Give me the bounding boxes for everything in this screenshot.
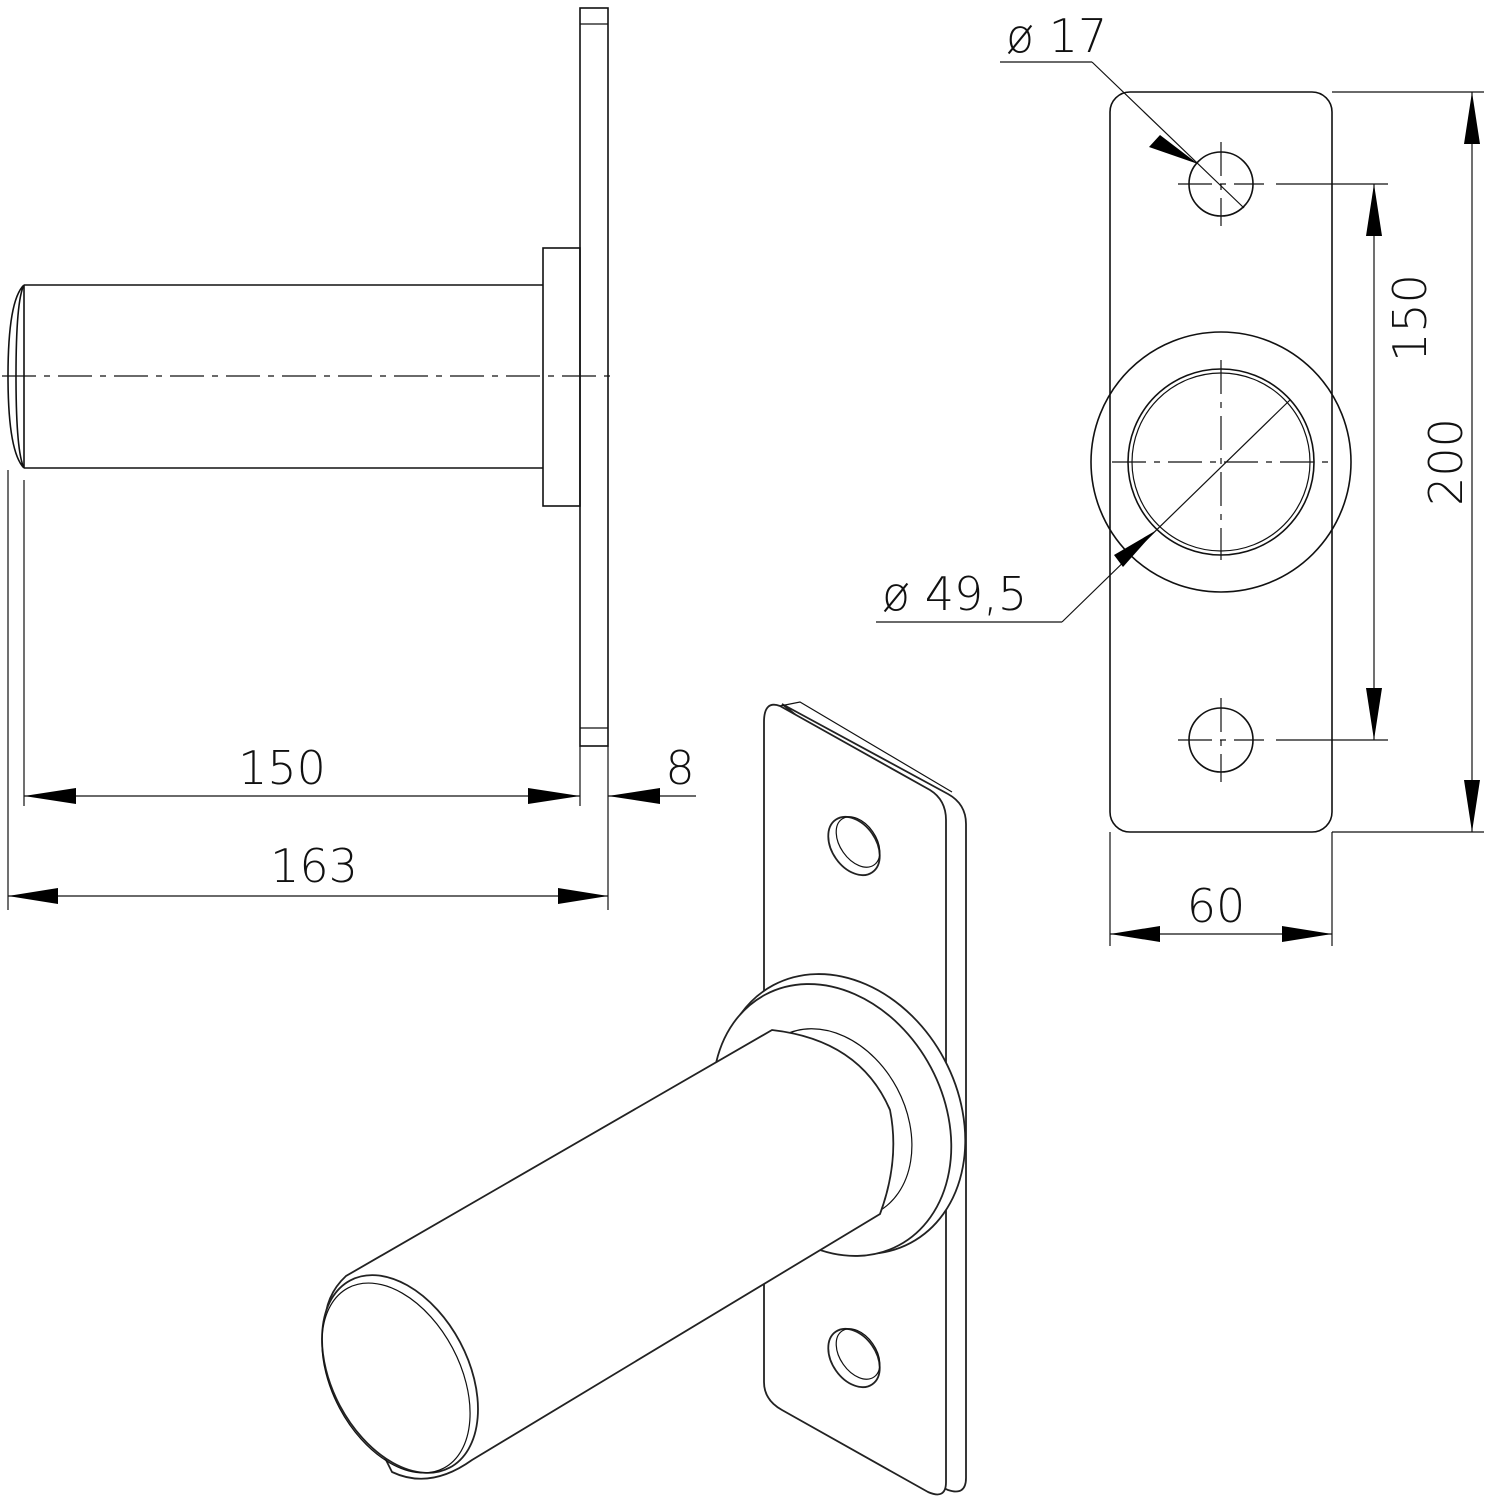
iso-hole-upper bbox=[827, 816, 881, 876]
dimension-hole-spacing: 150 bbox=[1366, 184, 1437, 740]
front-plate bbox=[1109, 91, 1333, 833]
side-collar bbox=[542, 247, 581, 507]
front-hole-lower bbox=[1178, 698, 1264, 782]
dimension-plate-thickness: 8 bbox=[608, 741, 696, 804]
iso-shaft-end bbox=[321, 1274, 479, 1474]
side-plate bbox=[579, 7, 609, 747]
front-collar bbox=[1090, 331, 1352, 593]
dim-text-shaft-length: 150 bbox=[238, 741, 326, 795]
dimension-plate-width: 60 bbox=[1109, 832, 1333, 946]
dim-text-plate-width: 60 bbox=[1187, 879, 1246, 933]
dimension-plate-height: 200 bbox=[1419, 92, 1480, 832]
dim-text-shaft-diameter: ø 49,5 bbox=[882, 567, 1027, 621]
dimension-hole-diameter: ø 17 bbox=[1000, 9, 1245, 209]
dim-text-hole-spacing: 150 bbox=[1383, 274, 1437, 362]
dimension-overall-length: 163 bbox=[8, 839, 608, 904]
dimension-shaft-diameter: ø 49,5 bbox=[876, 399, 1291, 623]
side-view: 150 8 163 bbox=[2, 7, 696, 910]
isometric-view bbox=[321, 701, 967, 1496]
front-view: ø 17 ø 49,5 150 200 bbox=[876, 9, 1484, 946]
dimension-shaft-length: 150 bbox=[24, 741, 580, 804]
dim-text-plate-thickness: 8 bbox=[665, 741, 694, 795]
front-hole-upper bbox=[1178, 142, 1264, 226]
dim-text-hole-diameter: ø 17 bbox=[1006, 9, 1107, 63]
dim-text-overall-length: 163 bbox=[270, 839, 358, 893]
dim-text-plate-height: 200 bbox=[1419, 418, 1473, 506]
iso-hole-lower bbox=[827, 1328, 881, 1388]
